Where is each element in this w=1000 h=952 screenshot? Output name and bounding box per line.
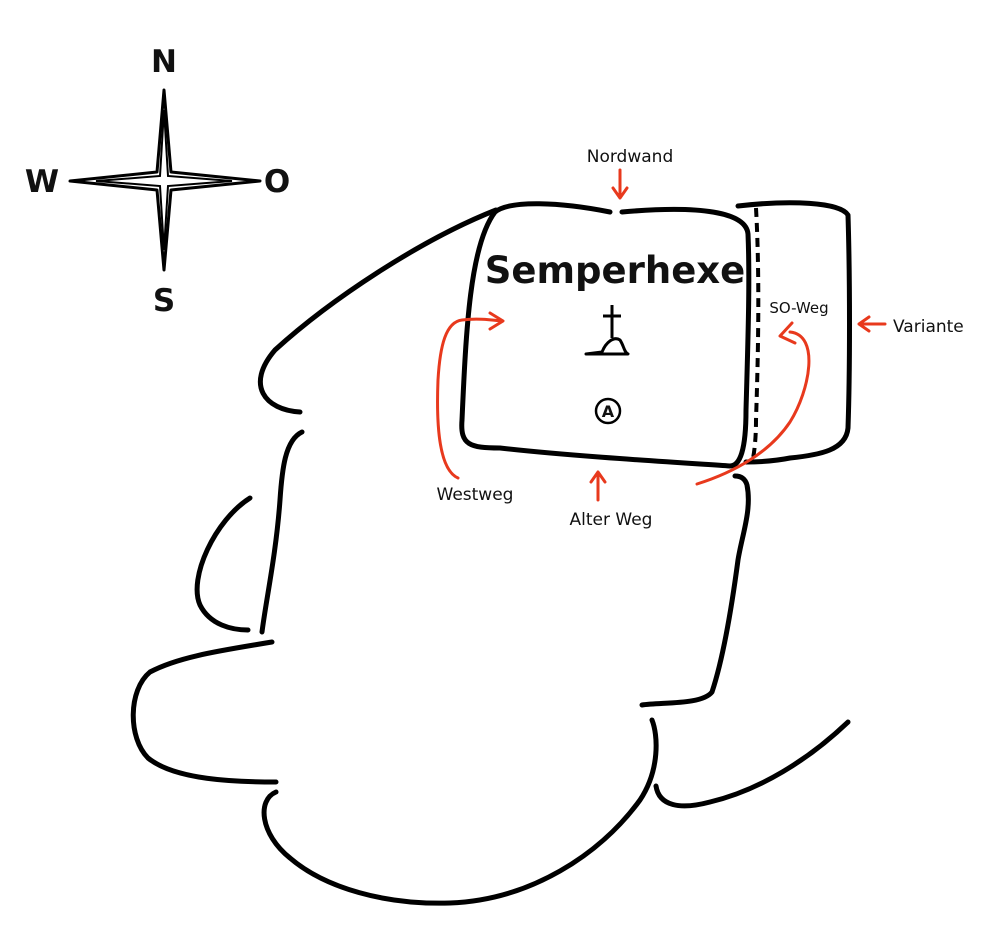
compass-south-label: S [153, 283, 175, 319]
arrow-alter-weg [589, 470, 607, 502]
route-westweg-arrowhead [488, 311, 505, 331]
label-variante: Variante [893, 317, 964, 337]
block-front-face [459, 201, 752, 469]
route-so-weg-arrowhead [778, 321, 797, 345]
circle-a-icon: A [594, 397, 622, 425]
semperhexe-block: Semperhexe A [459, 200, 852, 469]
compass-rose-icon: N S W O [25, 44, 290, 319]
rock-outlines [130, 207, 851, 906]
label-nordwand: Nordwand [587, 147, 674, 167]
arrow-nordwand [611, 168, 629, 200]
route-labels: Nordwand Alter Weg Westweg SO-Weg Varian… [437, 147, 964, 530]
label-so-weg: SO-Weg [769, 299, 828, 317]
block-side-face [735, 200, 852, 465]
compass-east-label: O [264, 164, 290, 200]
marker-label: A [602, 402, 615, 421]
outline-far-right [653, 719, 851, 809]
compass-north-label: N [151, 44, 177, 80]
so-weg-dashed-line [750, 207, 761, 463]
outline-left-upper [257, 207, 499, 415]
route-westweg [436, 317, 504, 480]
block-title: Semperhexe [485, 249, 746, 292]
routes [436, 168, 887, 502]
outline-bottom [261, 717, 659, 906]
outline-left-lower [130, 639, 279, 785]
route-so-weg [695, 330, 811, 486]
outline-left-middle [259, 429, 305, 635]
compass-west-label: W [25, 164, 59, 200]
outline-bump [194, 495, 253, 633]
summit-cross-icon [584, 305, 630, 356]
arrow-variante [857, 315, 887, 333]
outline-right-lower [639, 473, 751, 708]
label-alter-weg: Alter Weg [570, 510, 653, 530]
label-westweg: Westweg [437, 485, 514, 505]
